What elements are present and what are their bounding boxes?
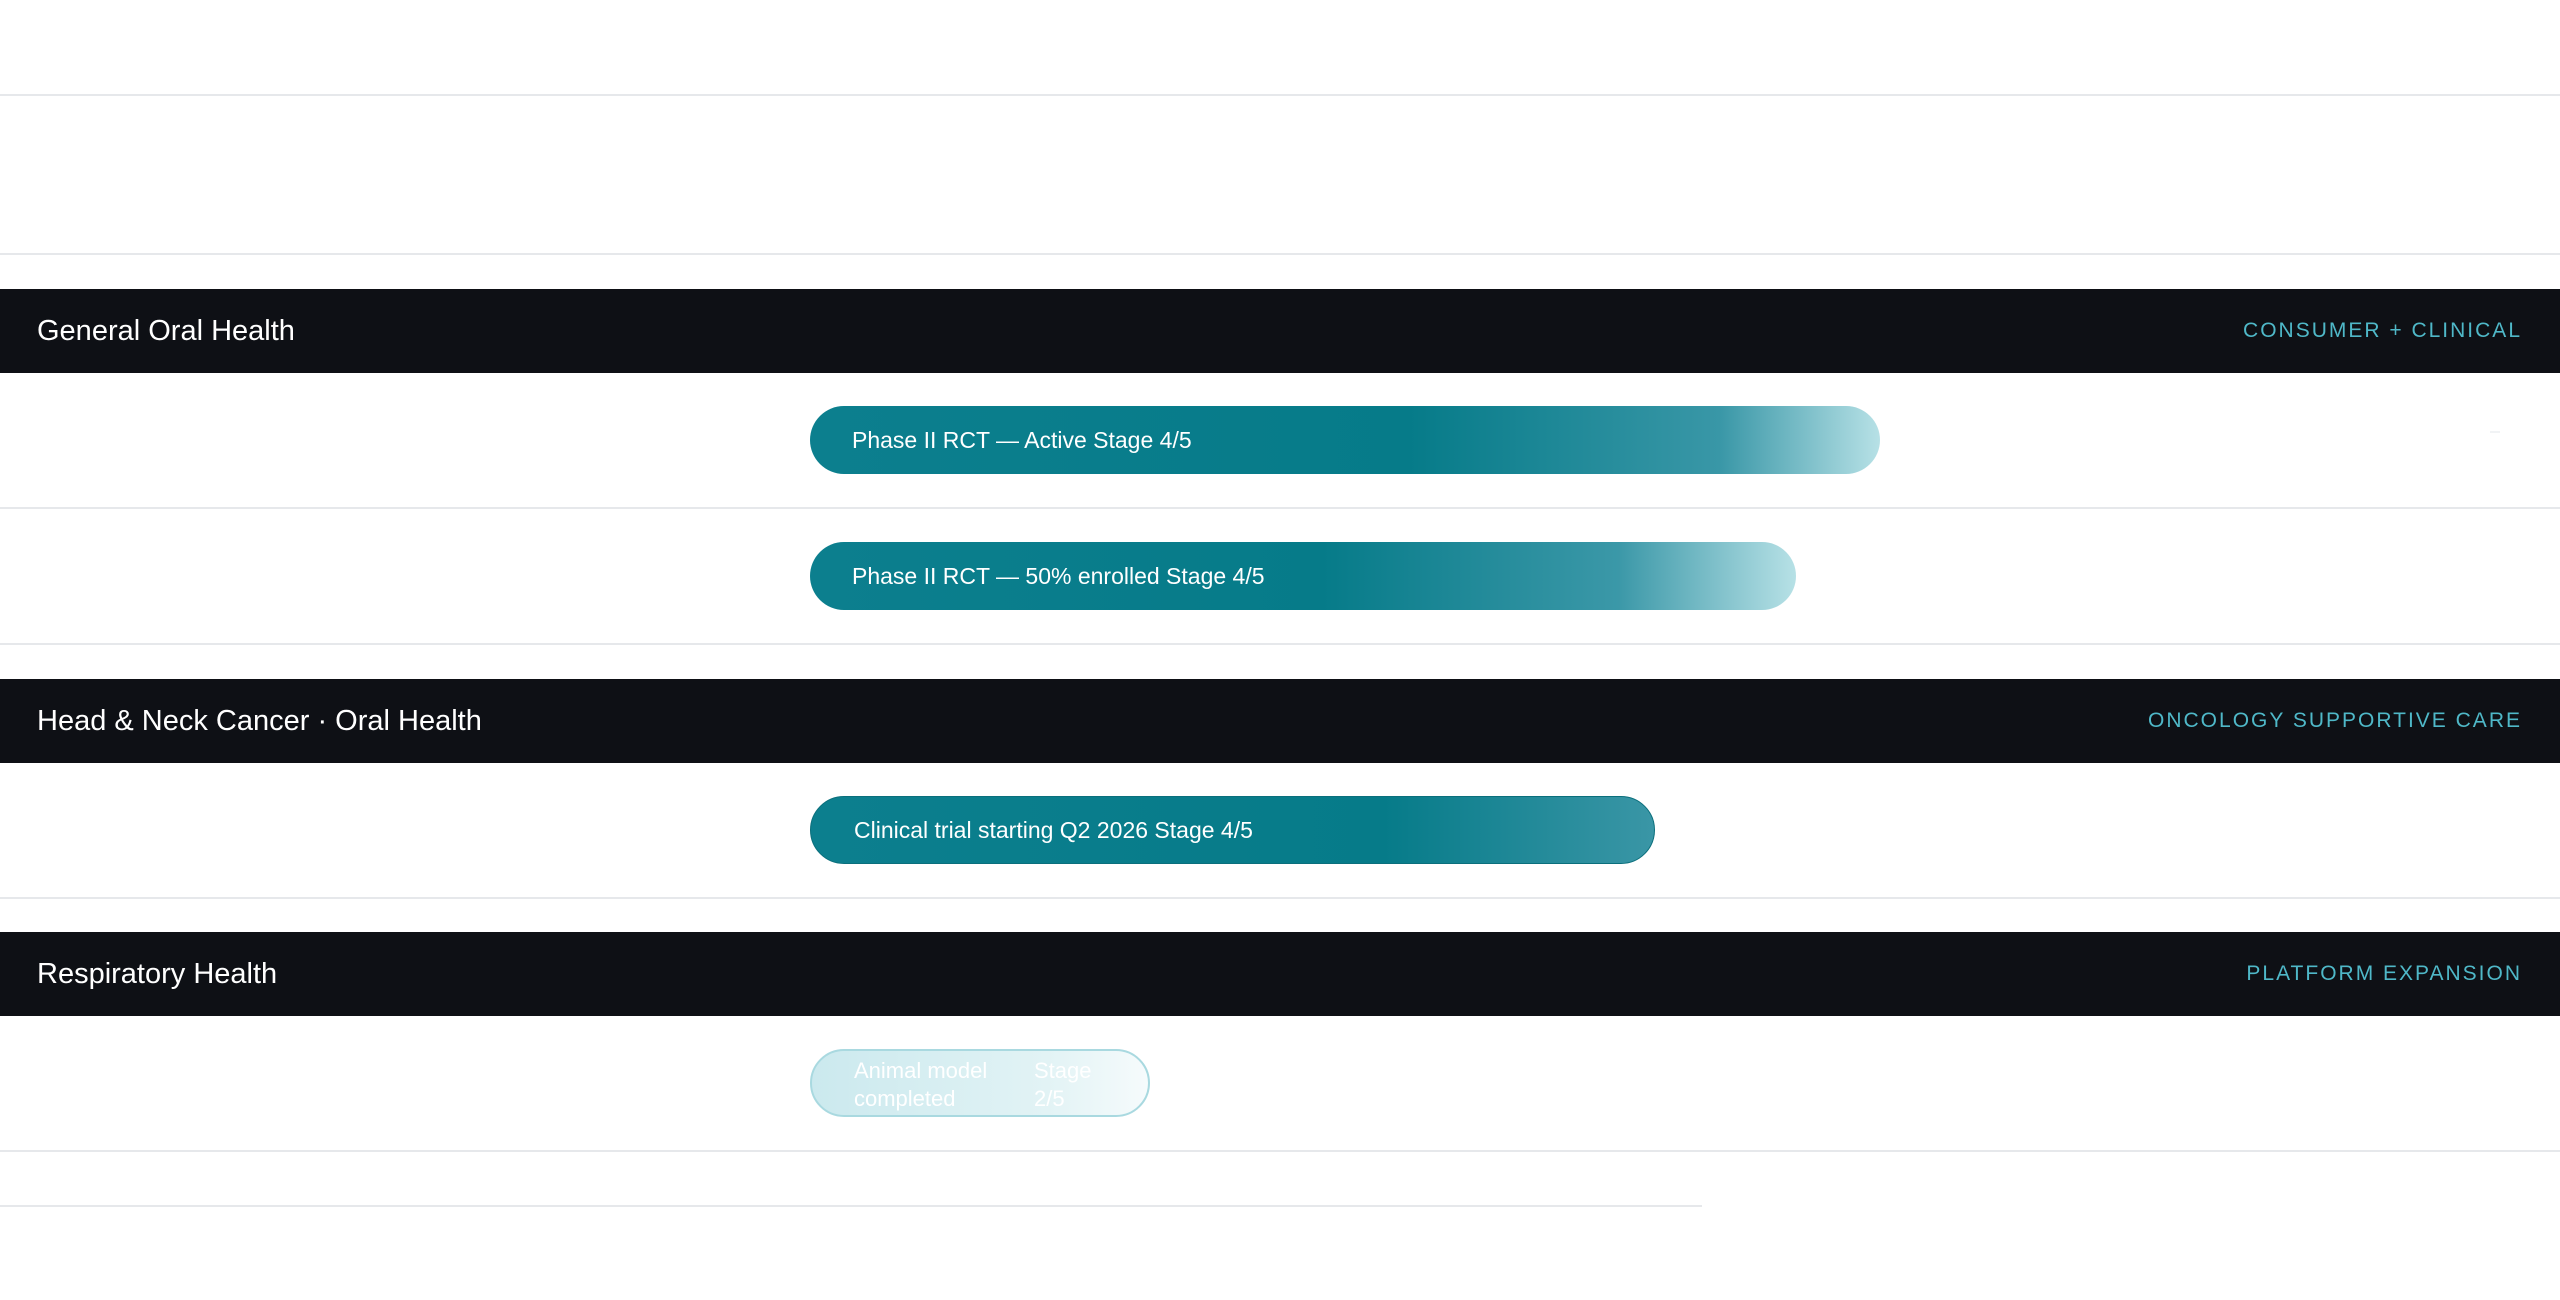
divider [0,507,2560,509]
category-tag: CONSUMER + CLINICAL [2243,319,2522,342]
progress-bar[interactable]: Phase II RCT — Active Stage 4/5 [810,406,1880,474]
progress-bar-label: Phase II RCT — 50% enrolled Stage 4/5 [852,562,1265,589]
progress-bar-stage: Stage 2/5 [1034,1058,1092,1111]
progress-bar-label: Animal model completed [854,1058,988,1111]
divider [0,1205,1702,1207]
category-tag: ONCOLOGY SUPPORTIVE CARE [2148,709,2522,732]
pipeline-row: Phase II RCT — Active Stage 4/5 [0,373,2560,509]
category-header-general-oral-health: General Oral Health CONSUMER + CLINICAL [0,289,2560,373]
row-marker [2490,431,2500,433]
progress-bar[interactable]: Clinical trial starting Q2 2026 Stage 4/… [810,796,1655,864]
category-title: Head & Neck Cancer · Oral Health [37,705,482,737]
divider [0,643,2560,645]
pipeline-row: Phase II RCT — 50% enrolled Stage 4/5 [0,509,2560,643]
category-tag: PLATFORM EXPANSION [2246,962,2522,985]
pipeline-row: Clinical trial starting Q2 2026 Stage 4/… [0,763,2560,897]
progress-bar-label: Phase II RCT — Active Stage 4/5 [852,426,1192,453]
divider [0,1150,2560,1152]
divider [0,253,2560,255]
category-title: General Oral Health [37,315,295,347]
category-title: Respiratory Health [37,958,278,990]
divider [0,897,2560,899]
category-header-head-neck-cancer: Head & Neck Cancer · Oral Health ONCOLOG… [0,679,2560,763]
progress-bar[interactable]: Phase II RCT — 50% enrolled Stage 4/5 [810,542,1796,610]
progress-bar[interactable]: Animal model completed Stage 2/5 [810,1049,1150,1117]
progress-bar-label: Clinical trial starting Q2 2026 Stage 4/… [854,816,1253,843]
category-header-respiratory-health: Respiratory Health PLATFORM EXPANSION [0,932,2560,1016]
pipeline-row: Animal model completed Stage 2/5 [0,1016,2560,1150]
divider [0,94,2560,96]
